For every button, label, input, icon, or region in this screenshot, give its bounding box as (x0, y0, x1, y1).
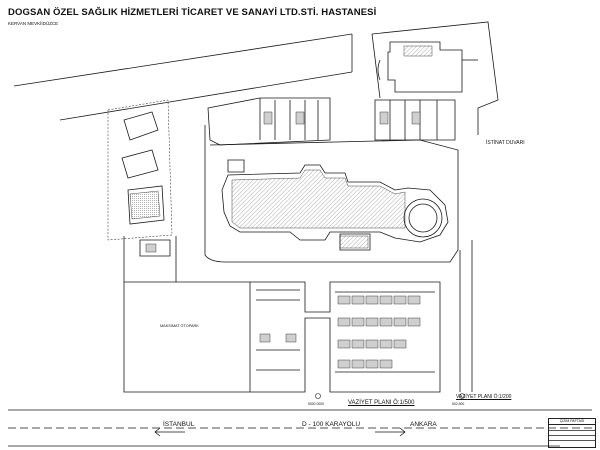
site-boundary-lower (59, 71, 353, 121)
title-block: ÇİZİM PAFTASI (548, 418, 596, 448)
site-plan-scale-500: VAZİYET PLANI Ö:1/500 (348, 400, 415, 406)
title-block-row (549, 435, 595, 436)
title-block-row (549, 430, 595, 431)
arrow-east (375, 427, 406, 437)
section-marker-left (315, 393, 321, 399)
parking-label: MAKSIMAT ÖTOPARK (160, 324, 199, 328)
lower-parking (249, 281, 441, 393)
pavilion-1 (123, 111, 159, 141)
arrow-west (154, 427, 185, 437)
main-building (221, 164, 449, 243)
drawing-title: DOGSAN ÖZEL SAĞLIK HİZMETLERİ TİCARET VE… (8, 7, 377, 18)
pavilion-3 (127, 185, 165, 225)
site-plan-scale-200: VAZİYET PLANI Ö:1/200 (456, 394, 512, 400)
title-block-row (549, 440, 595, 441)
drawing-subtitle: KERVAN MEVKİİDÜZCE (8, 21, 59, 26)
section-marker-right (459, 393, 465, 399)
left-road (123, 236, 177, 282)
pavilion-2 (121, 149, 159, 179)
upper-right-building (387, 41, 463, 93)
title-block-header: ÇİZİM PAFTASI (549, 419, 595, 425)
right-plot-boundary (371, 21, 499, 135)
road-label-d100: D - 100 KARAYOLU (302, 421, 361, 428)
road-label-ankara: ANKARA (410, 421, 437, 428)
round-tower (403, 198, 443, 238)
right-road (459, 240, 473, 392)
section-note-left: 5000 0000 (308, 402, 325, 406)
main-perimeter (204, 125, 459, 263)
section-note-right: 502,500 (452, 402, 465, 406)
retaining-wall-label: İSTİNAT DUVARI (486, 140, 525, 146)
site-boundary-upper (13, 33, 353, 87)
road-label-istanbul: İSTANBUL (163, 421, 195, 428)
